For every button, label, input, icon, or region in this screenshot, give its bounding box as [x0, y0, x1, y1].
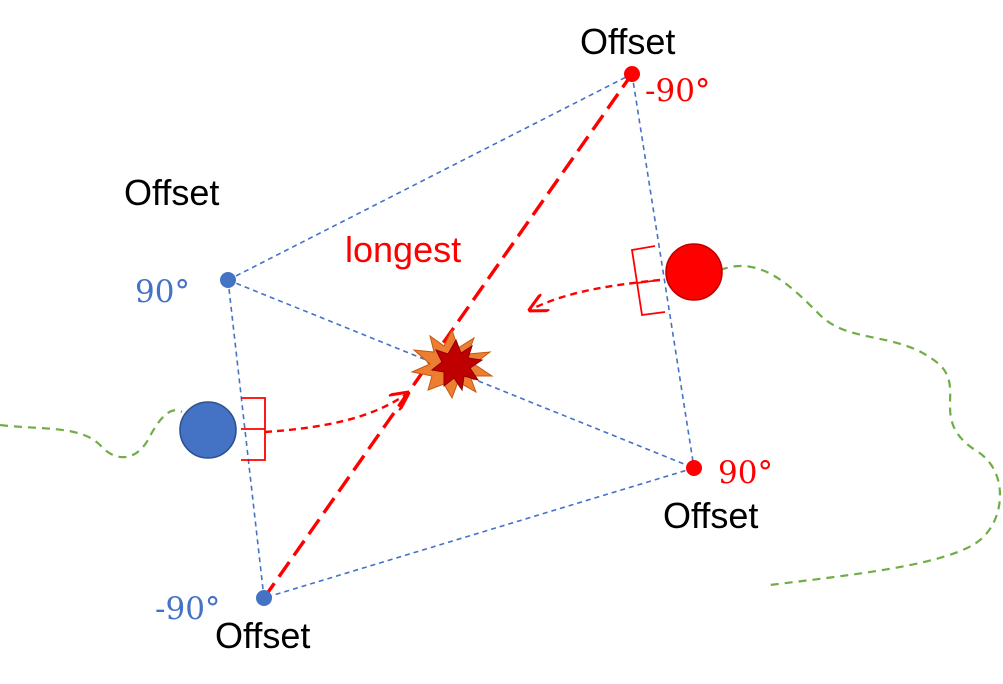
- arrow-red-to-collision: [530, 278, 661, 310]
- angle-label-right-red: 90°: [718, 455, 773, 491]
- red-circle: [665, 243, 723, 301]
- explosion-icon: [410, 328, 494, 400]
- vertex-top-red: [624, 66, 640, 82]
- offset-label-right: Offset: [663, 495, 758, 536]
- angle-label-bottom-blue: -90°: [155, 591, 220, 627]
- angle-label-top-red: -90°: [645, 73, 710, 109]
- offset-label-left: Offset: [124, 172, 219, 213]
- vertex-left-blue: [220, 272, 236, 288]
- vertex-bottom-blue: [256, 590, 272, 606]
- blue-circle: [179, 401, 237, 459]
- longest-diagonal: [262, 73, 634, 599]
- offset-label-bottom: Offset: [215, 615, 310, 656]
- arrow-blue-to-collision: [264, 393, 408, 434]
- angle-label-left-blue: 90°: [135, 274, 190, 310]
- blue-dashed-lines: [227, 73, 695, 599]
- green-path-left: [0, 409, 183, 459]
- offset-label-top: Offset: [580, 21, 675, 62]
- longest-label: longest: [345, 229, 461, 270]
- green-path-right: [719, 264, 1002, 587]
- vertex-right-red: [686, 460, 702, 476]
